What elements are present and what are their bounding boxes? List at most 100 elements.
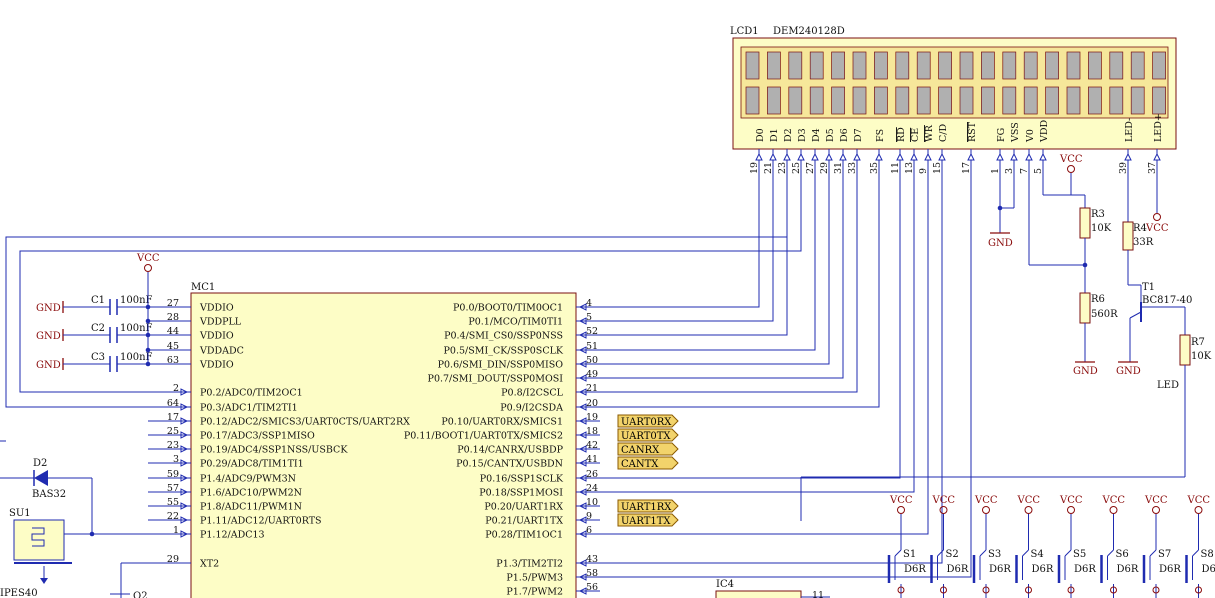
net-port-label: UART1RX: [621, 502, 672, 513]
lcd-cell: [874, 51, 888, 80]
mc-pin-name: P0.7/SMI_DOUT/SSP0MOSI: [428, 374, 564, 385]
switch-ref: S4: [1031, 549, 1044, 560]
lcd-cell: [831, 86, 845, 115]
lcd-pin-name: LED-: [1124, 118, 1135, 142]
lcd-cell: [809, 86, 824, 115]
lcd-cell: [1045, 86, 1059, 115]
lcd-pin-num: 27: [805, 162, 816, 174]
buzzer-driver: D2 BAS32 SU1 IPES40 Q2: [0, 440, 191, 598]
lcd-cell: [1109, 86, 1124, 115]
mc-pin-name: P0.2/ADC0/TIM2OC1: [200, 388, 303, 399]
mc-pin-num: 52: [586, 326, 598, 337]
mc-pin-num: 29: [167, 554, 179, 565]
lcd-cell: [895, 51, 910, 80]
vcc-label: VCC: [889, 495, 913, 506]
mc-pin-num: 19: [586, 412, 598, 423]
mc-pin-name: VDDIO: [199, 360, 234, 371]
mc-pin-num: 51: [586, 341, 598, 352]
lcd-pin-arrow: [910, 152, 918, 161]
lcd-cell: [1130, 51, 1145, 80]
mc-pin-name: P1.4/ADC9/PWM3N: [200, 474, 296, 485]
lcd-pin-arrow: [875, 152, 883, 161]
lcd-pin-name: D6: [839, 128, 850, 142]
mc-pin-name: P0.5/SMI_CK/SSP0SCLK: [444, 346, 564, 357]
lcd-pin-name: D3: [797, 128, 808, 142]
net-port: [617, 499, 679, 513]
switch-part: D6R: [1117, 564, 1139, 575]
lcd-pin-name: LED+: [1153, 113, 1164, 142]
mc-ref: MC1: [191, 282, 215, 293]
lcd-pin-num: 17: [961, 162, 972, 174]
lcd-cell: [916, 86, 931, 115]
mc-pin-name: VDDIO: [199, 303, 234, 314]
mc-pin-num: 22: [167, 511, 179, 522]
lcd-power-network: VCC R3 10K R6 560R GND GND R4 33R: [800, 154, 1212, 521]
ic4-ref: IC4: [716, 579, 734, 590]
switch-ref: S7: [1158, 549, 1171, 560]
lcd-pin-num: 5: [1033, 168, 1044, 174]
cap-value: 100nF: [120, 352, 153, 363]
lcd-pin-num: 21: [763, 162, 774, 174]
lcd-pin-name: D5: [825, 128, 836, 142]
mc-pin-num: 43: [586, 554, 598, 565]
lcd-pin-arrow: [1153, 152, 1161, 161]
d2-ref: D2: [33, 458, 47, 469]
mc-pin-num: 49: [586, 369, 598, 380]
lcd-pin-arrow: [1124, 152, 1132, 161]
r3-ref: R3: [1091, 209, 1105, 220]
gnd-label: GND: [988, 238, 1013, 249]
mc-pin-num: 59: [167, 469, 179, 480]
lcd-segments: [745, 51, 1166, 115]
cap-ref: C2: [91, 323, 105, 334]
mc-pin-name: P0.12/ADC2/SMICS3/UART0CTS/UART2RX: [200, 417, 410, 428]
mc-pin-num: 5: [586, 312, 592, 323]
vcc-label: VCC: [1059, 154, 1083, 165]
lcd-pin-name: FS: [875, 129, 886, 142]
net-port: [617, 428, 679, 442]
mc-pin-name: VDDPLL: [199, 317, 242, 328]
lcd-panel: [740, 46, 1169, 119]
ic4[interactable]: IC4 11: [715, 579, 830, 598]
mc-pin-num: 18: [586, 426, 598, 437]
lcd-pin-name: V0: [1025, 129, 1036, 143]
lcd-cell: [1002, 86, 1017, 115]
lcd-cell: [981, 86, 995, 115]
lcd-pin-num: 19: [749, 162, 760, 174]
lcd-pin-arrow: [896, 152, 904, 161]
lcd-pin-num: 13: [904, 162, 915, 174]
mc-pin-num: 10: [586, 497, 598, 508]
lcd-pin-num: 29: [819, 162, 830, 174]
lcd-pin-name: FG: [996, 128, 1007, 142]
lcd-cell: [1023, 51, 1038, 80]
mc-pin-num: 45: [167, 341, 179, 352]
mc-pin-name: P0.16/SSP1SCLK: [480, 474, 564, 485]
switch-part: D6R: [904, 564, 926, 575]
switch-ref: S1: [903, 549, 916, 560]
mc-pin-name: P0.4/SMI_CS0/SSP0NSS: [444, 331, 563, 342]
lcd-pin-name: D0: [755, 128, 766, 142]
gnd-label: GND: [36, 360, 61, 371]
lcd-pin-name: RD: [896, 127, 907, 142]
mc-pin-num: 27: [167, 298, 179, 309]
mc-pin-name: P0.9/I2CSDA: [500, 403, 563, 414]
lcd-pin-arrow: [938, 152, 946, 161]
lcd-pin-arrow: [996, 152, 1004, 161]
lcd-pin-name: VDD: [1039, 120, 1050, 143]
vcc-label: VCC: [974, 495, 998, 506]
lcd-pin-num: 33: [847, 162, 858, 174]
lcd-pin-arrow: [797, 152, 805, 161]
lcd-cell: [1109, 51, 1124, 80]
gnd-label: GND: [1073, 366, 1098, 377]
lcd-pin-name: C/D: [938, 124, 949, 142]
mc-pin-num: 28: [167, 312, 179, 323]
microcontroller[interactable]: MC1 VDDIO27VDDPLL28VDDIO44VDDADC45VDDIO6…: [148, 282, 600, 598]
lcd-module[interactable]: LCD1 DEM240128D D019D121D223D325D427D529…: [730, 26, 1177, 176]
lcd-pin-num: 25: [791, 162, 802, 174]
lcd-cell: [1130, 86, 1145, 115]
lcd-pin-name: RST: [967, 121, 978, 142]
gnd-label: GND: [36, 303, 61, 314]
lcd-pin-num: 1: [990, 168, 1001, 174]
mc-pin-num: 25: [167, 426, 179, 437]
